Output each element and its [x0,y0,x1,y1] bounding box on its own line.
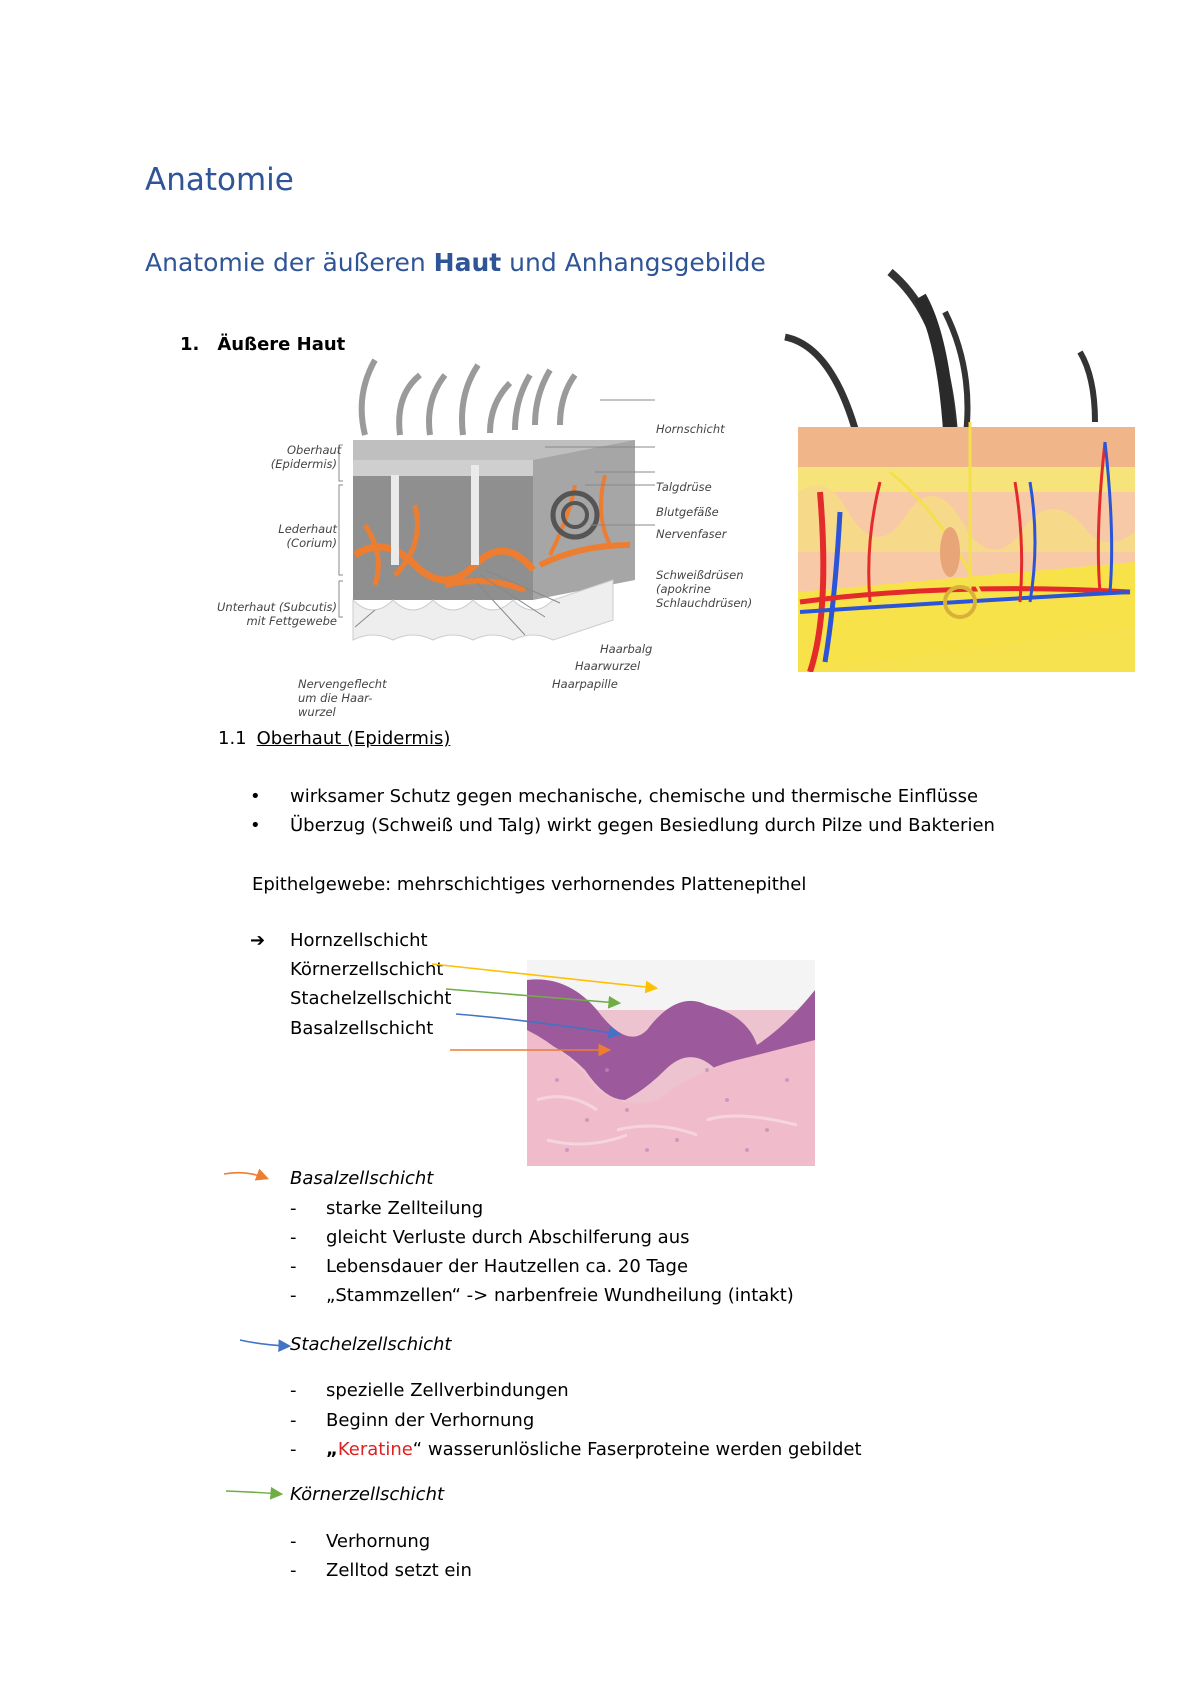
arrow-icon: ➔ [250,930,266,951]
label-haarbalg: Haarbalg [600,642,653,656]
orange-heading-arrow [223,1168,269,1181]
bullet-marker: • [250,815,261,836]
dash-marker: - [290,1227,297,1248]
subtitle-pre: Anatomie der äußeren [145,248,434,277]
layer-item: Hornzellschicht [290,930,428,951]
basal-item: starke Zellteilung [326,1198,484,1219]
dash-marker: - [290,1410,297,1431]
dash-marker: - [290,1531,297,1552]
koerner-item: Verhornung [326,1531,431,1552]
subtitle-post: und Anhangsgebilde [501,248,766,277]
subsection-heading: 1.1 Oberhaut (Epidermis) [218,728,450,749]
blue-arrow [455,1013,622,1039]
label-epidermis: (Epidermis) [270,457,337,471]
keratine-word: Keratine [337,1439,413,1460]
label-fettgewebe: mit Fettgewebe [246,614,337,628]
label-schweissdruesen-1: Schweißdrüsen [656,568,744,582]
dash-marker: - [290,1256,297,1277]
subtitle-bold: Haut [433,248,502,277]
label-lederhaut: Lederhaut [278,522,337,536]
label-nervengeflecht-1: Nervengeflecht [298,677,387,691]
green-arrow [445,988,622,1009]
label-schweissdruesen-3: Schlauchdrüsen) [656,596,753,610]
label-haarpapille: Haarpapille [552,677,618,691]
blue-heading-arrow [239,1339,292,1353]
basal-item: gleicht Verluste durch Abschilferung aus [326,1227,690,1248]
bullet-item: Überzug (Schweiß und Talg) wirkt gegen B… [290,815,995,836]
section-label: Äußere Haut [217,334,346,355]
keratine-open-quote: „ [326,1439,338,1460]
layer-item: Basalzellschicht [290,1018,434,1039]
dash-marker: - [290,1560,297,1581]
dash-marker: - [290,1285,297,1306]
label-oberhaut: Oberhaut [287,443,342,457]
label-nervengeflecht-2: um die Haar- [298,691,373,705]
bullet-marker: • [250,786,261,807]
stachel-heading: Stachelzellschicht [290,1334,452,1355]
label-corium: (Corium) [286,536,337,550]
yellow-arrow [431,963,659,994]
epithel-text: Epithelgewebe: mehrschichtiges verhornen… [252,874,807,895]
label-unterhaut: Unterhaut (Subcutis) [217,600,337,614]
label-blutgefaesse: Blutgefäße [656,505,719,519]
green-heading-arrow [225,1486,284,1500]
koerner-item: Zelltod setzt ein [326,1560,472,1581]
section-number: 1. [180,334,200,355]
page-subtitle: Anatomie der äußeren Haut und Anhangsgeb… [145,248,766,277]
skin-cross-section-diagram [338,358,655,641]
layer-item: Stachelzellschicht [290,988,452,1009]
histology-image [527,960,815,1166]
section-heading: 1. Äußere Haut [180,334,345,355]
subsection-number: 1.1 [218,728,247,749]
koerner-heading: Körnerzellschicht [290,1484,445,1505]
label-nervengeflecht-3: wurzel [298,705,336,719]
basal-heading: Basalzellschicht [290,1168,434,1189]
basal-item: Lebensdauer der Hautzellen ca. 20 Tage [326,1256,689,1277]
subsection-label: Oberhaut (Epidermis) [256,728,451,749]
basal-item: „Stammzellen“ -> narbenfreie Wundheilung… [326,1285,794,1306]
skin-illustration [784,268,1135,672]
keratine-rest: “ wasserunlösliche Faserproteine werden … [412,1439,862,1460]
label-schweissdruesen-2: (apokrine [656,582,711,596]
label-talgdruese: Talgdrüse [656,480,712,494]
layer-item: Körnerzellschicht [290,959,444,980]
label-haarwurzel: Haarwurzel [575,659,641,673]
stachel-item: spezielle Zellverbindungen [326,1380,569,1401]
label-nervenfaser: Nervenfaser [656,527,727,541]
dash-marker: - [290,1439,297,1460]
label-hornschicht: Hornschicht [656,422,725,436]
stachel-keratine-item: „Keratine“ wasserunlösliche Faserprotein… [326,1439,862,1460]
dash-marker: - [290,1380,297,1401]
page-title: Anatomie [145,162,294,198]
stachel-item: Beginn der Verhornung [326,1410,535,1431]
dash-marker: - [290,1198,297,1219]
bullet-item: wirksamer Schutz gegen mechanische, chem… [290,786,979,807]
